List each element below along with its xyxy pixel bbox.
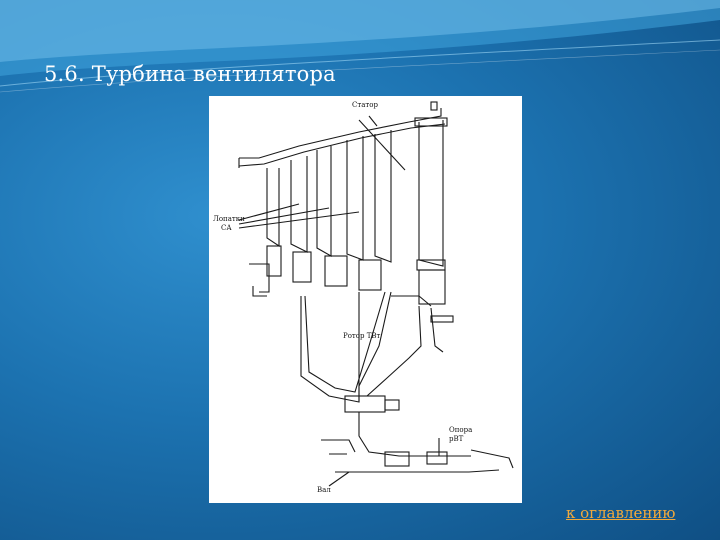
label-blades-line2: СА [221, 224, 232, 232]
label-rotor: Ротор ТВт [343, 332, 381, 340]
label-support: Опора [449, 426, 472, 434]
label-stator: Статор [352, 101, 378, 109]
label-support-line2: рВТ [449, 435, 464, 443]
table-of-contents-link[interactable]: к оглавлению [566, 504, 676, 522]
slide-title: 5.6. Турбина вентилятора [44, 62, 336, 86]
turbine-diagram: Статор Лопатки СА Ротор ТВт Опора рВТ Ва… [209, 96, 522, 503]
turbine-drawing: Статор Лопатки СА Ротор ТВт Опора рВТ Ва… [213, 101, 514, 494]
label-blades: Лопатки [213, 215, 245, 223]
header-wave-decoration [0, 0, 720, 93]
label-shaft: Вал [317, 486, 331, 494]
